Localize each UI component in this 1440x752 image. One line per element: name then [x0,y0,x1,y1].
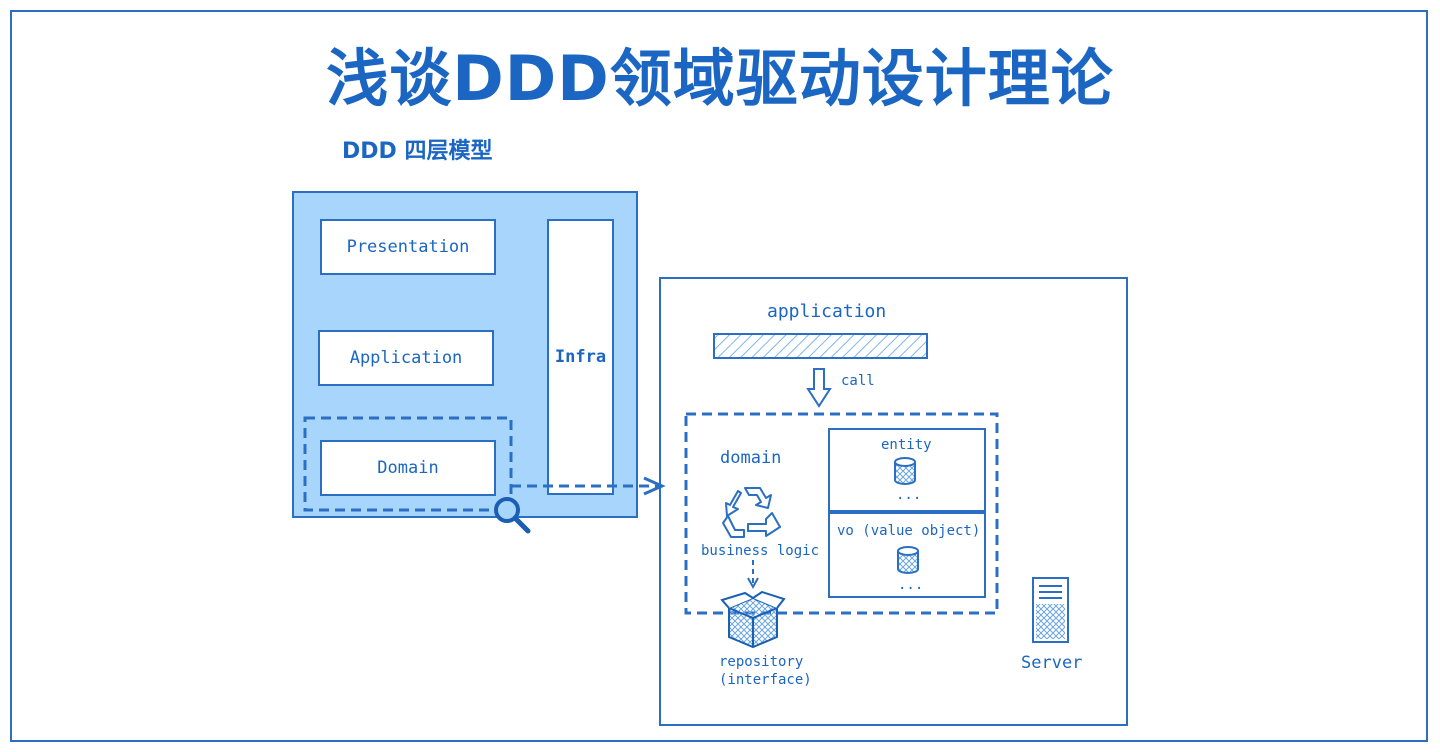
business-logic-label: business logic [701,543,820,559]
entity-cylinder-icon [894,457,916,485]
repository-label: repository [719,654,804,670]
vo-ellipsis: ... [898,577,924,593]
outer-frame [10,10,1428,742]
server-label: Server [1021,653,1083,673]
domain-label: domain [720,448,782,468]
layer-domain: Domain [320,440,496,496]
recycle-icon [722,487,781,538]
vo-cylinder-icon [897,546,919,574]
application-bar [713,333,928,359]
layer-infra: Infra [547,219,614,495]
call-arrow-icon [806,368,832,408]
call-label: call [841,373,875,389]
entity-ellipsis: ... [896,487,922,503]
page-title: 浅谈DDD领域驱动设计理论 [326,42,1114,115]
server-icon [1032,577,1069,643]
domain-selection-dashed [303,416,513,512]
entity-label: entity [881,437,932,453]
repository-interface-label: (interface) [719,672,812,688]
layer-application: Application [318,330,494,386]
diagram-subtitle: DDD 四层模型 [342,139,493,164]
logic-to-repository-arrow [747,560,759,590]
layer-presentation: Presentation [320,219,496,275]
domain-boundary-dashed [684,412,999,615]
four-layer-panel: Presentation Application Domain Infra [292,191,638,518]
zoom-connector-arrow [511,476,666,496]
repository-box-icon [720,590,786,649]
vo-label: vo (value object) [837,523,981,539]
detail-application-label: application [767,301,887,322]
magnifier-icon [494,497,531,534]
